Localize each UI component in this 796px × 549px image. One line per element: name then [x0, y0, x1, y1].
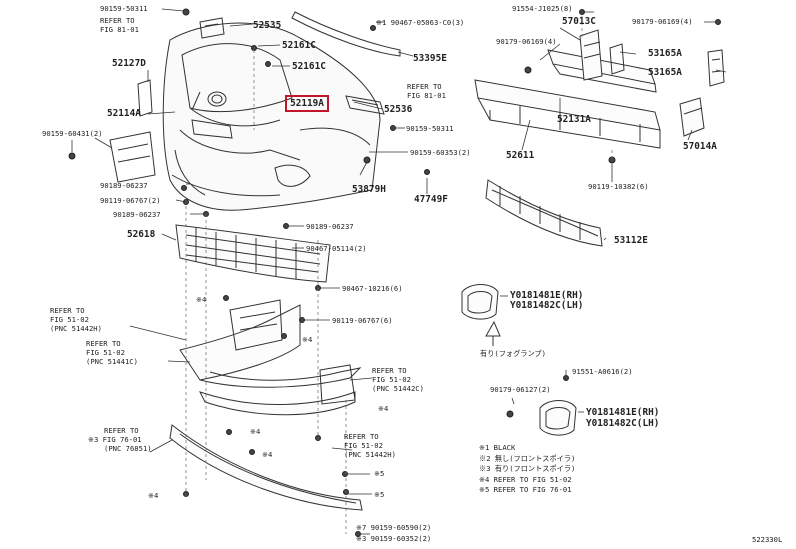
reinforcement-drawing — [474, 49, 661, 149]
ref-mark[interactable]: ※4 — [196, 295, 207, 304]
part-label[interactable]: Y0181482C(LH) — [586, 418, 660, 429]
refer-label[interactable]: REFER TO — [104, 426, 139, 435]
refer-label[interactable]: REFER TO — [100, 16, 135, 25]
bumper-cover-drawing — [162, 22, 381, 211]
refer-label[interactable]: FIG 51-02 — [344, 441, 383, 450]
part-label[interactable]: 91551-A0616(2) — [572, 367, 633, 376]
part-label[interactable]: 53165A — [648, 48, 682, 59]
part-label[interactable]: 52161C — [292, 61, 326, 72]
refer-label[interactable]: REFER TO — [86, 339, 121, 348]
refer-label[interactable]: FIG 81-01 — [407, 91, 446, 100]
refer-label[interactable]: (PNC 76851) — [104, 444, 152, 453]
refer-label[interactable]: FIG 51-02 — [372, 375, 411, 384]
guide-lines — [185, 16, 613, 534]
ref-mark[interactable]: ※5 — [374, 490, 385, 499]
part-label[interactable]: Y0181481E(RH) — [510, 290, 584, 301]
legend-item: ※3 有り(フロントスポイラ) — [479, 464, 576, 473]
lower-grille-drawing — [485, 179, 603, 247]
part-label[interactable]: 90179-06169(4) — [632, 17, 693, 26]
upper-brackets — [109, 11, 401, 183]
part-label[interactable]: 53112E — [614, 235, 648, 246]
refer-label[interactable]: REFER TO — [50, 306, 85, 315]
part-label[interactable]: 52535 — [253, 20, 282, 31]
part-label[interactable]: 90467-05114(2) — [306, 244, 367, 253]
part-label[interactable]: 52536 — [384, 104, 413, 115]
part-label[interactable]: ※7 90159-60590(2) — [356, 523, 432, 532]
part-label[interactable]: 90179-06127(2) — [490, 385, 551, 394]
legend-item: ※1 BLACK — [479, 443, 516, 452]
part-label[interactable]: 90119-10382(6) — [588, 182, 649, 191]
refer-label[interactable]: FIG 51-02 — [86, 348, 125, 357]
part-label[interactable]: 90119-06767(6) — [332, 316, 393, 325]
part-label[interactable]: ※3 90159-60352(2) — [356, 534, 432, 543]
refer-label[interactable]: (PNC 51442H) — [344, 450, 396, 459]
part-label[interactable]: 90159-60431(2) — [42, 129, 103, 138]
part-label[interactable]: 90189-06237 — [100, 181, 148, 190]
part-label[interactable]: Y0181482C(LH) — [510, 300, 584, 311]
refer-label[interactable]: REFER TO — [372, 366, 407, 375]
part-label[interactable]: 90467-10216(6) — [342, 284, 403, 293]
part-label[interactable]: 91554-J1025(8) — [512, 4, 573, 13]
part-label[interactable]: 57014A — [683, 141, 717, 152]
part-label[interactable]: 90159-50311 — [406, 124, 454, 133]
drawing-code: 522330L — [752, 535, 783, 544]
legend-item: ※2 無し(フロントスポイラ) — [479, 453, 576, 463]
legend-item: ※4 REFER TO FIG 51-02 — [479, 474, 572, 484]
part-label[interactable]: Y0181481E(RH) — [586, 407, 660, 418]
fog-lamp-cover-drawing — [461, 284, 577, 436]
part-label[interactable]: 47749F — [414, 194, 448, 205]
part-label[interactable]: 90189-06237 — [306, 222, 354, 231]
bracket-57013c-drawing — [579, 29, 625, 81]
part-label[interactable]: 52618 — [127, 229, 156, 240]
fog-arrow — [485, 320, 501, 346]
ref-mark[interactable]: ※4 — [378, 404, 389, 413]
bracket-57014a-drawing — [679, 97, 705, 137]
part-label[interactable]: 52127D — [112, 58, 146, 69]
part-label[interactable]: 53879H — [352, 184, 386, 195]
ref-mark[interactable]: ※5 — [374, 469, 385, 478]
ref-mark[interactable]: ※4 — [262, 450, 273, 459]
highlighted-part-label[interactable]: 52119A — [285, 95, 329, 112]
part-label[interactable]: 57013C — [562, 16, 596, 27]
part-label[interactable]: 90119-06767(2) — [100, 196, 161, 205]
under-cover-drawing — [179, 299, 362, 416]
ref-mark[interactable]: ※4 — [302, 335, 313, 344]
part-label[interactable]: 52611 — [506, 150, 535, 161]
part-label[interactable]: 53395E — [413, 53, 447, 64]
part-label[interactable]: ※1 90467-05063-C0(3) — [376, 18, 465, 27]
part-label[interactable]: 52114A — [107, 108, 141, 119]
bracket-53165a-drawing — [707, 49, 725, 87]
refer-label[interactable]: FIG 81-01 — [100, 25, 139, 34]
part-label[interactable]: 90159-50311 — [100, 4, 148, 13]
refer-label[interactable]: ※3 FIG 76-01 — [88, 435, 142, 444]
front-spoiler-drawing — [169, 424, 363, 511]
part-label[interactable]: 90179-06169(4) — [496, 37, 557, 46]
refer-label[interactable]: (PNC 51442C) — [372, 384, 424, 393]
leader-lines — [71, 8, 727, 535]
part-label[interactable]: 90189-06237 — [113, 210, 161, 219]
refer-label[interactable]: (PNC 51442H) — [50, 324, 102, 333]
part-label[interactable]: 52161C — [282, 40, 316, 51]
footnote-legend: ※1 BLACK ※2 無し(フロントスポイラ) ※3 有り(フロントスポイラ)… — [479, 443, 575, 496]
part-label[interactable]: 53165A — [648, 67, 682, 78]
ref-mark[interactable]: ※4 — [250, 427, 261, 436]
refer-label[interactable]: FIG 51-02 — [50, 315, 89, 324]
refer-label[interactable]: REFER TO — [407, 82, 442, 91]
part-label[interactable]: 52131A — [557, 114, 591, 125]
refer-label[interactable]: REFER TO — [344, 432, 379, 441]
note-label[interactable]: 有り(フォグランプ) — [480, 349, 546, 358]
part-label[interactable]: 90159-60353(2) — [410, 148, 471, 157]
lower-absorber-drawing — [175, 224, 331, 283]
legend-item: ※5 REFER TO FIG 76-01 — [479, 485, 572, 494]
refer-label[interactable]: (PNC 51441C) — [86, 357, 138, 366]
ref-mark[interactable]: ※4 — [148, 491, 159, 500]
